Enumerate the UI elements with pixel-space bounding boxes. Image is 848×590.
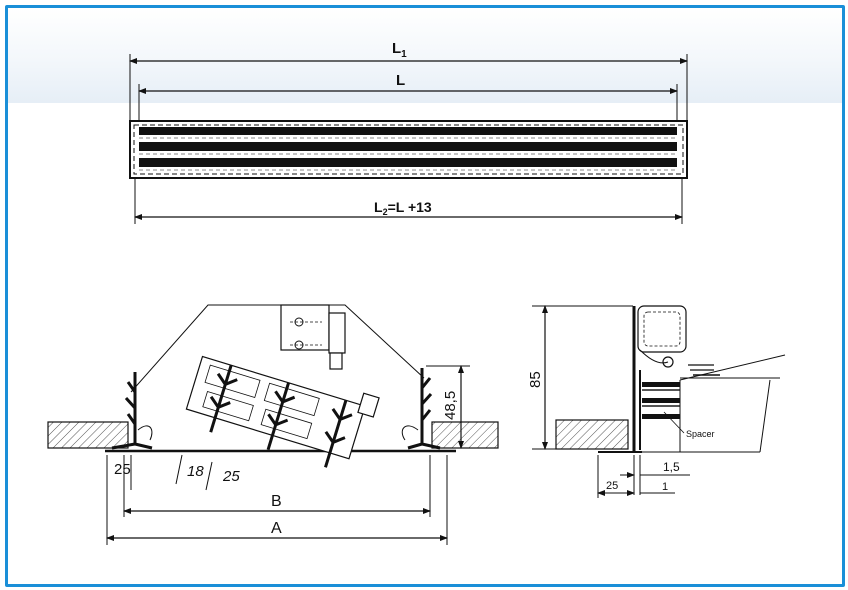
drawing-frame: L1 L L2= [5, 5, 845, 587]
front-view: L1 L L2= [129, 40, 688, 224]
side-fins [642, 382, 680, 419]
dim-18-label: 18 [187, 463, 204, 480]
dim-l2-sub: 2 [383, 207, 388, 217]
dim-25-side-label: 25 [606, 480, 618, 492]
ceiling-slab-right [431, 421, 499, 449]
ceiling-slab-left [47, 421, 129, 449]
dim-l2-rest: =L +13 [388, 199, 432, 215]
dim-l1-sub: 1 [401, 49, 407, 60]
dim-48-5-label: 48,5 [442, 391, 459, 420]
side-view: 85 [527, 305, 786, 498]
dimension-25-side: 25 [597, 455, 635, 498]
spacer-callout: Spacer [663, 411, 715, 439]
dimension-85: 85 [527, 305, 633, 450]
spacer-label: Spacer [686, 429, 715, 439]
dim-b-label: B [271, 493, 282, 510]
dim-a-label: A [271, 520, 282, 537]
dimension-18-25: 18 25 [175, 454, 240, 491]
mounting-bracket [280, 304, 346, 370]
grille-front [129, 120, 688, 179]
dim-85-label: 85 [527, 371, 544, 388]
technical-drawing: L1 L L2= [47, 40, 786, 545]
dimension-l2: L2=L +13 [134, 199, 683, 220]
dim-l2-main: L [374, 199, 383, 215]
side-bracket [637, 305, 720, 376]
dim-l1-main: L [392, 40, 401, 57]
dimension-1-5: 1,5 [620, 455, 690, 495]
svg-text:L2=L +13: L2=L +13 [374, 199, 432, 217]
dim-25b-label: 25 [222, 468, 240, 485]
dimension-48-5: 48,5 [426, 365, 470, 449]
dim-l-label: L [396, 72, 405, 89]
svg-text:L1: L1 [392, 40, 407, 60]
dim-25-label: 25 [114, 461, 131, 478]
dimension-1-side: 1 [640, 481, 675, 494]
dim-1-label: 1 [662, 481, 668, 493]
ceiling-slab-side [555, 419, 629, 450]
dimension-l: L [138, 72, 678, 94]
dimension-25: 25 [106, 455, 132, 545]
section-view: 25 18 25 B A [47, 304, 499, 545]
dim-1-5-label: 1,5 [663, 460, 680, 474]
dimension-l1: L1 [129, 40, 688, 64]
frame-profiles [111, 368, 441, 450]
header-gradient-band [8, 8, 842, 103]
dimension-b: B [123, 455, 431, 517]
grille-section-tilted [185, 355, 380, 468]
dimension-a: A [106, 455, 448, 545]
